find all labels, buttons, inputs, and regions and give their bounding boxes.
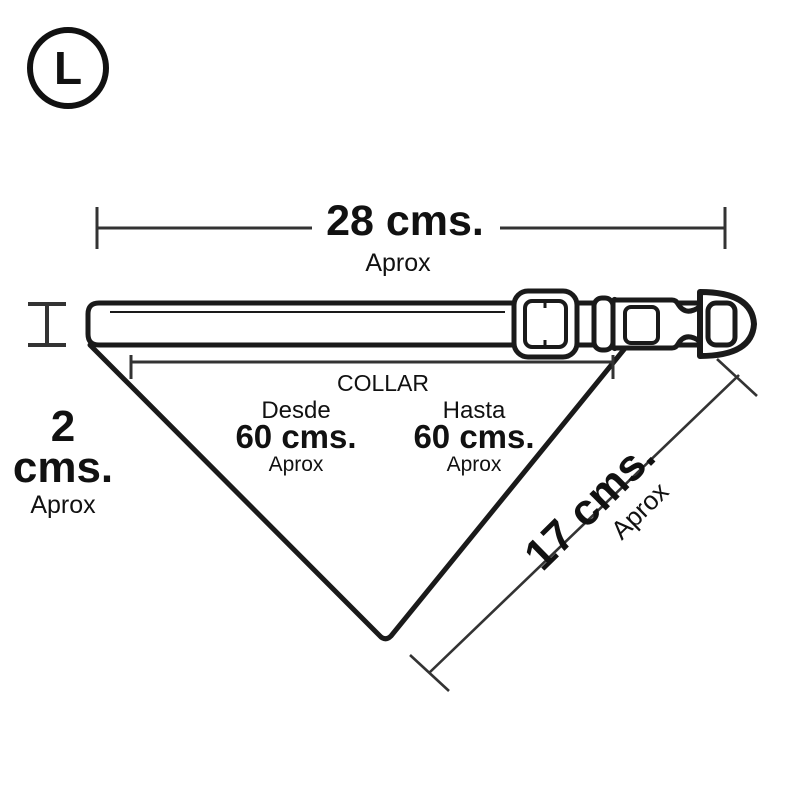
d-ring-slot <box>705 300 738 348</box>
diagonal-label-group: 17 cms. Aprox <box>515 432 674 580</box>
width-dimension-value: 28 cms. <box>326 197 484 245</box>
height-dimension-unit: cms. <box>13 443 113 492</box>
diagonal-tick-top <box>716 358 758 397</box>
collar-from-label: Desde <box>261 397 330 424</box>
collar-to-label: Hasta <box>443 397 506 424</box>
diagonal-line <box>428 374 740 674</box>
side-release-buckle <box>591 295 706 353</box>
slider-adjuster <box>511 288 580 360</box>
collar-from-value: 60 cms. <box>235 418 356 455</box>
collar-to-group: Hasta 60 cms. Aprox <box>413 397 534 476</box>
collar-dimension-line <box>129 355 615 379</box>
height-dimension-value: 2 <box>51 402 75 451</box>
size-badge: L <box>27 27 109 109</box>
height-dimension-marker <box>28 302 66 347</box>
collar-to-approx: Aprox <box>447 453 502 476</box>
diagonal-tick-bottom <box>409 654 450 692</box>
collar-from-group: Desde 60 cms. Aprox <box>235 397 356 476</box>
height-dimension-approx: Aprox <box>30 491 96 519</box>
collar-to-value: 60 cms. <box>413 418 534 455</box>
collar-from-approx: Aprox <box>269 453 324 476</box>
bandana-triangle <box>87 342 629 642</box>
collar-title: COLLAR <box>337 370 429 396</box>
size-badge-label: L <box>54 42 82 94</box>
buckle-slot <box>623 305 660 345</box>
diagonal-dimension-line <box>409 358 758 692</box>
width-dimension-approx: Aprox <box>365 249 431 277</box>
d-ring <box>697 289 757 359</box>
buckle-keeper-loop <box>591 295 616 353</box>
width-dimension-line <box>95 207 727 249</box>
size-badge-icon <box>27 27 109 109</box>
